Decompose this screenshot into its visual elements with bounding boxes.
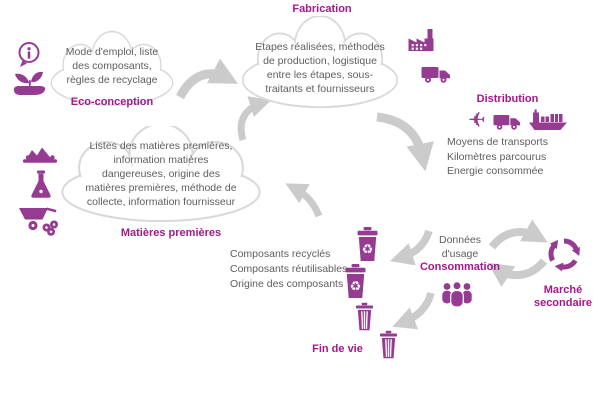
composants-details: Composants recyclés Composants réutilisa… — [230, 248, 348, 291]
matieres-premieres-label: Matières premières — [120, 227, 222, 239]
factory-icon — [408, 29, 434, 51]
distribution-icons: ✈ — [468, 108, 568, 132]
recycle-symbol-icon: ♻ — [362, 242, 374, 257]
recycle-bin-icon: ♻ — [345, 264, 366, 298]
distribution-details: Moyens de transports Kilomètres parcouru… — [447, 136, 548, 177]
people-icon — [442, 281, 472, 308]
arrow-matieres-to-fabrication — [237, 96, 272, 142]
arrow-fabrication-to-distribution — [376, 112, 434, 172]
arrow-eco-to-fabrication — [176, 58, 239, 100]
fabrication-cloud — [236, 16, 404, 113]
recycle-symbol-icon: ♻ — [350, 279, 362, 294]
matieres-premieres-cloud — [56, 126, 266, 226]
minerals-icon — [23, 147, 57, 163]
flask-icon — [31, 170, 51, 198]
marche-secondaire-label: Marché secondaire — [533, 284, 593, 309]
trash-bin-icon — [379, 330, 398, 359]
donnees-usage-text: Données d'usage — [438, 234, 482, 260]
plane-icon: ✈ — [468, 109, 486, 132]
eco-conception-label: Eco-conception — [70, 96, 154, 108]
info-icon — [18, 42, 40, 67]
trash-bin-icon — [355, 302, 374, 331]
delivery-truck-icon — [493, 114, 520, 130]
arrow-marche-to-consommation — [487, 258, 548, 287]
eco-conception-cloud — [46, 30, 178, 110]
cargo-ship-icon — [528, 109, 567, 130]
wheelbarrow-icon — [19, 207, 58, 236]
fabrication-label: Fabrication — [292, 3, 352, 15]
arrow-consommation-to-fin-de-vie — [392, 291, 435, 330]
truck-icon — [421, 67, 450, 83]
recycle-bin-icon: ♻ — [357, 227, 378, 261]
hand-plant-icon — [13, 71, 46, 95]
arrow-consommation-to-marche — [488, 219, 548, 250]
fin-de-vie-label: Fin de vie — [312, 343, 363, 355]
arrow-recyclage-to-matieres — [285, 183, 323, 218]
distribution-label: Distribution — [476, 93, 539, 105]
eco-conception-cloud-text: Mode d'emploi, liste des composants, règ… — [65, 46, 159, 86]
fabrication-cloud-text: Etapes réalisées, méthodes de production… — [255, 41, 385, 95]
secondary-market-cycle-icon — [548, 238, 580, 272]
arrow-consommation-to-recyclage — [390, 229, 433, 266]
matieres-premieres-cloud-text: Listes des matières premières, informati… — [85, 140, 237, 208]
consommation-label: Consommation — [419, 261, 501, 273]
